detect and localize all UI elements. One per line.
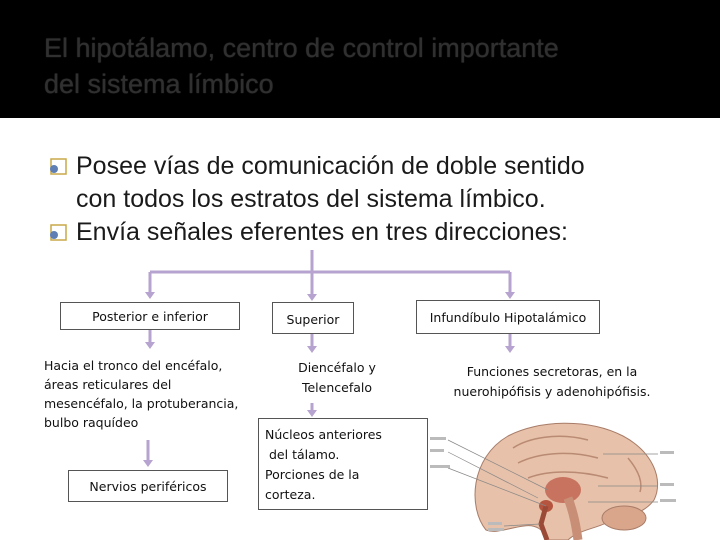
infundibulo-label: Infundíbulo Hipotalámico xyxy=(429,310,587,325)
nervios-perifericos-box: Nervios periféricos xyxy=(68,470,228,502)
detail-line: bulbo raquídeo xyxy=(44,415,139,430)
infundibulo-box: Infundíbulo Hipotalámico xyxy=(416,300,600,334)
nucleos-anteriores-box: Núcleos anteriores del tálamo. Porciones… xyxy=(258,418,428,510)
bullet-icon xyxy=(50,224,67,241)
detail-line: Diencéfalo y xyxy=(298,360,376,375)
diencefalo-box: Diencéfalo y Telencefalo xyxy=(280,355,394,403)
posterior-inferior-box: Posterior e inferior xyxy=(60,302,240,330)
detail-line: mesencéfalo, la protuberancia, xyxy=(44,396,239,411)
title-bar: El hipotálamo, centro de control importa… xyxy=(0,0,720,118)
detail-line: corteza. xyxy=(265,487,316,502)
superior-label: Superior xyxy=(286,312,340,327)
slide-title: El hipotálamo, centro de control importa… xyxy=(44,30,704,102)
slide-title-line-2: del sistema límbico xyxy=(44,69,274,99)
bullet-text-continued: con todos los estratos del sistema límbi… xyxy=(76,185,546,213)
posterior-inferior-label: Posterior e inferior xyxy=(92,309,208,324)
detail-line: Telencefalo xyxy=(301,380,373,395)
detail-line: Hacia el tronco del encéfalo, xyxy=(44,358,223,373)
detail-line: del tálamo. xyxy=(269,447,340,462)
funciones-secretoras-box: Funciones secretoras, en la nuerohipófis… xyxy=(424,356,680,408)
detail-line: Funciones secretoras, en la xyxy=(466,364,638,379)
nervios-perifericos-label: Nervios periféricos xyxy=(89,479,207,494)
detail-line: Porciones de la xyxy=(265,467,360,482)
brain-illustration xyxy=(430,422,676,540)
detail-line: Núcleos anteriores xyxy=(265,427,382,442)
detail-line: áreas reticulares del xyxy=(44,377,172,392)
slide-title-line-1: El hipotálamo, centro de control importa… xyxy=(44,33,559,63)
superior-box: Superior xyxy=(272,302,354,334)
posterior-inferior-detail-box: Hacia el tronco del encéfalo, áreas reti… xyxy=(44,350,240,436)
bullet-icon xyxy=(50,158,67,175)
bullet-text: Envía señales eferentes en tres direccio… xyxy=(76,218,568,246)
detail-line: nuerohipófisis y adenohipófisis. xyxy=(453,384,651,399)
bullet-text: Posee vías de comunicación de doble sent… xyxy=(76,152,585,180)
